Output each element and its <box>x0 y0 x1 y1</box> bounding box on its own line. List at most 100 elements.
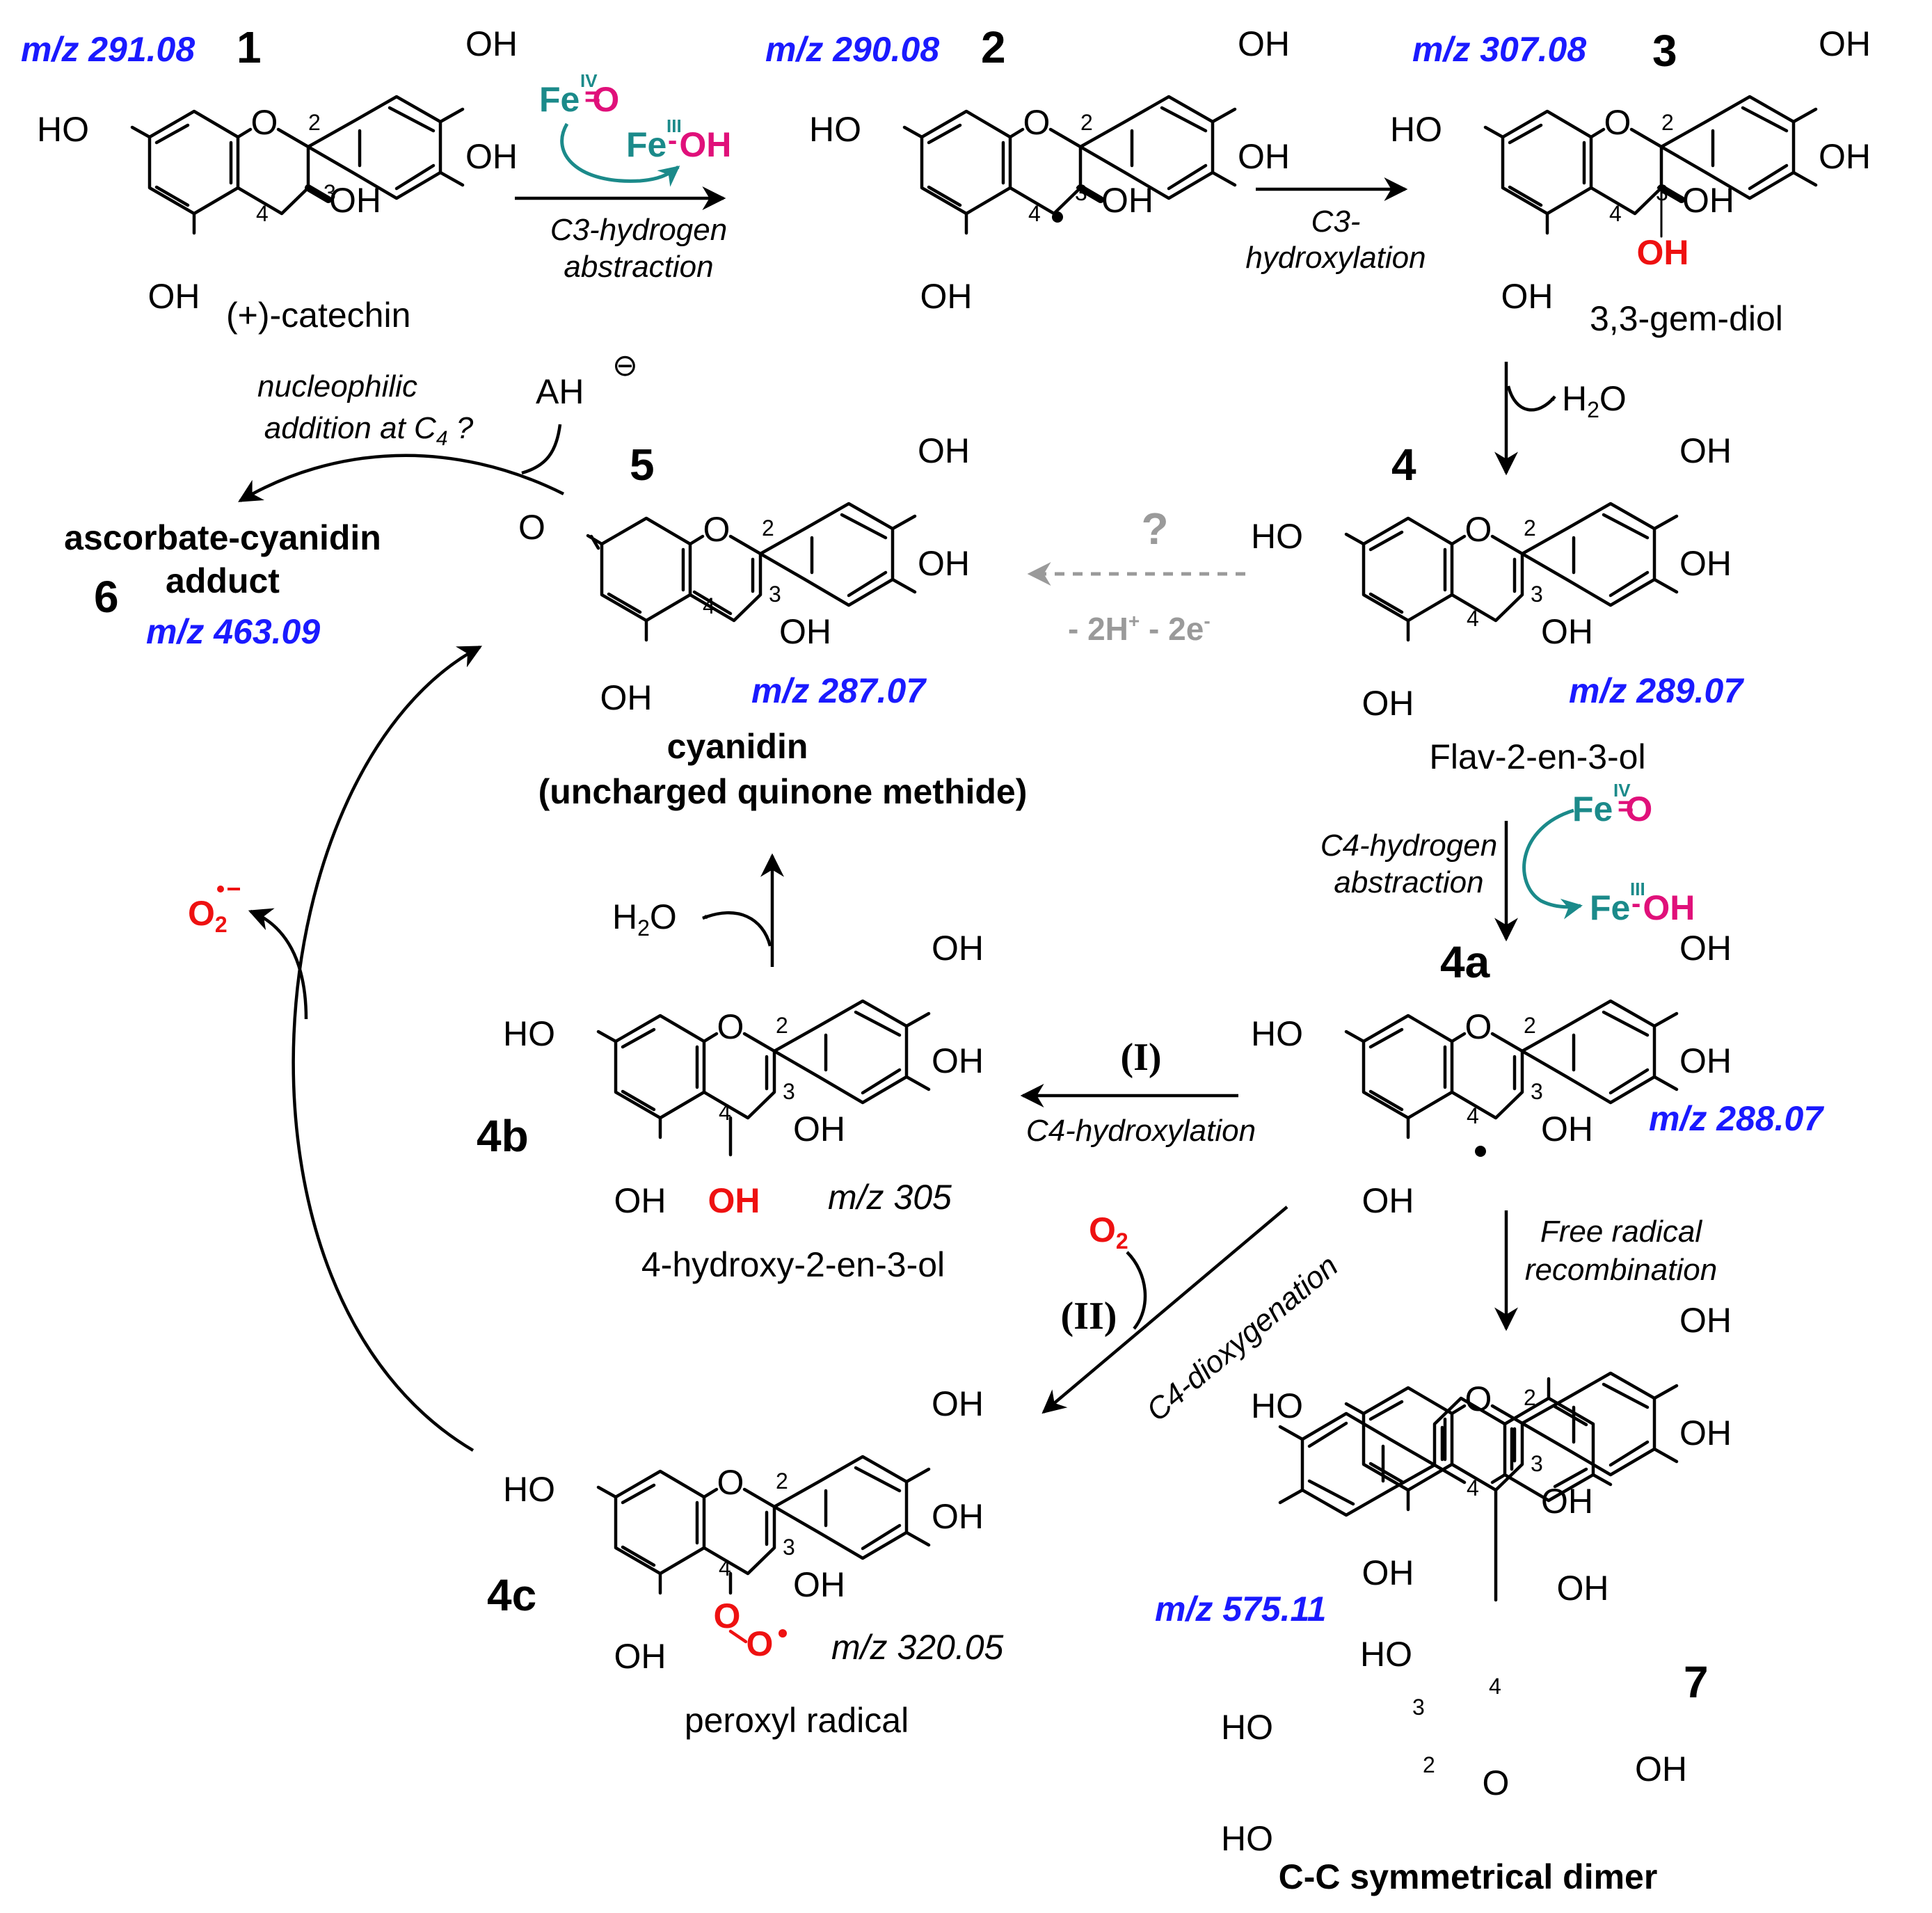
position-3: 3 <box>1531 1451 1543 1476</box>
hydroxyl-label: OH <box>1101 181 1153 220</box>
position-2: 2 <box>776 1468 788 1494</box>
compound-7: O HO OH OH OH OH 2 3 4 O OH OH HO HO HO … <box>1155 1301 1732 1896</box>
step-label: addition at C4 ? <box>264 411 474 450</box>
compound-1: O HO OH OH OH OH 2 3 4 m/z 291.08 1 (+)-… <box>21 22 518 335</box>
iron-oxidation-state: IV <box>580 70 598 91</box>
hydroxyl-label: HO <box>1251 1386 1303 1425</box>
ring-oxygen: O <box>1604 103 1631 142</box>
position-2: 2 <box>1524 1385 1536 1410</box>
step-label: hydroxylation <box>1245 241 1426 275</box>
nucleophile: AH <box>536 372 584 411</box>
compound-id-7: 7 <box>1684 1657 1709 1707</box>
mz-4a: m/z 288.07 <box>1649 1099 1824 1138</box>
compound-5: O O OH OH OH OH 2 3 4 5 m/z 287.07 cyani… <box>518 431 1027 811</box>
position-2: 2 <box>1661 110 1674 135</box>
hydroxyl-label: OH <box>1238 24 1290 63</box>
compound-name-7: C-C symmetrical dimer <box>1279 1857 1658 1896</box>
hydroxyl-label: OH <box>918 431 970 470</box>
step-5-to-6: AH ⊖ nucleophilic addition at C4 ? <box>238 349 638 502</box>
position-3: 3 <box>324 180 336 205</box>
position-4: 4 <box>1028 201 1041 226</box>
step-label: abstraction <box>1334 865 1483 899</box>
position-3: 3 <box>1531 582 1543 607</box>
position-3: 3 <box>769 582 781 607</box>
position-2: 2 <box>1524 1013 1536 1038</box>
negative-charge: ⊖ <box>612 349 638 383</box>
hydroxyl-label: OH <box>1362 1181 1414 1220</box>
hydroxyl-label: OH <box>465 24 518 63</box>
peroxyl-oxygen-radical: O <box>747 1624 774 1663</box>
radical-dot <box>1052 211 1063 223</box>
step-label: C4-hydrogen <box>1320 829 1497 863</box>
question-mark: ? <box>1141 504 1168 554</box>
position-3: 3 <box>783 1079 795 1104</box>
hydroxyl-label: OH <box>779 612 831 651</box>
hydroxyl-label: OH <box>1541 1110 1593 1148</box>
mz-4c: m/z 320.05 <box>831 1628 1004 1667</box>
compound-4a: O HO OH OH OH OH 2 3 4 4a m/z 288.07 <box>1251 929 1824 1220</box>
compound-3: O HO OH OH OH OH OH 2 3 4 m/z 307.08 3 3… <box>1390 24 1871 338</box>
compound-id-4a: 4a <box>1440 937 1490 987</box>
pathway-I: (I) <box>1120 1036 1161 1079</box>
position-2: 2 <box>1423 1752 1435 1777</box>
compound-name-4: Flav-2-en-3-ol <box>1429 737 1645 776</box>
hydroxyl-label: HO <box>809 110 861 149</box>
step-4-to-5: ? - 2H+ - 2e- <box>1027 504 1245 647</box>
step-4a-to-7: Free radical recombination <box>1494 1210 1717 1331</box>
mz-3: m/z 307.08 <box>1412 30 1586 69</box>
iron-oxidation-state: IV <box>1613 780 1631 801</box>
position-2: 2 <box>308 110 321 135</box>
hydroxyl-label: OH <box>918 544 970 583</box>
single-bond-sign: - <box>1631 888 1640 919</box>
hydroxyl-label: OH <box>1679 544 1732 583</box>
step-label: C4-hydroxylation <box>1026 1114 1256 1148</box>
step-3-to-4: H2O <box>1494 362 1627 476</box>
compound-4: O HO OH OH OH OH 2 3 4 4 m/z 289.07 Flav… <box>1251 431 1744 776</box>
iron-curved-arrow <box>560 122 680 187</box>
hydroxyl-label: HO <box>1221 1819 1273 1858</box>
ring-oxygen: O <box>703 510 731 549</box>
position-3: 3 <box>1075 180 1087 205</box>
position-3: 3 <box>1412 1695 1425 1720</box>
position-2: 2 <box>762 515 774 541</box>
peroxyl-oxygen: O <box>714 1596 741 1635</box>
step-4b-to-5: H2O <box>612 853 784 967</box>
hydroxyl-label: OH <box>1679 929 1732 968</box>
hydroxyl-label: HO <box>37 110 89 149</box>
ring-oxygen: O <box>1465 1007 1492 1046</box>
compound-id-1: 1 <box>237 22 262 72</box>
iron-oxidation-state: III <box>666 115 682 136</box>
compound-name-6: ascorbate-cyanidin <box>64 518 381 557</box>
hydroxyl-label: OH <box>614 1181 666 1220</box>
hydroxyl-label: OH <box>932 1497 984 1536</box>
position-4: 4 <box>1467 1103 1479 1128</box>
position-3: 3 <box>1531 1079 1543 1104</box>
hydroxyl-label: HO <box>1251 517 1303 556</box>
position-2: 2 <box>776 1013 788 1038</box>
compound-name-4c: peroxyl radical <box>685 1701 909 1740</box>
step-4c-to-5: O2 <box>188 646 482 1452</box>
hydroxyl-label: OH <box>932 1041 984 1080</box>
compound-name-1: (+)-catechin <box>226 296 410 335</box>
compound-name-4b: 4-hydroxy-2-en-3-ol <box>641 1245 945 1284</box>
water-loss: H2O <box>612 897 677 941</box>
radical-dot <box>217 886 224 893</box>
mz-5: m/z 287.07 <box>751 671 927 710</box>
superoxide: O2 <box>188 894 227 937</box>
hydroxyl-label: OH <box>1682 181 1734 220</box>
carbonyl-oxygen: O <box>518 508 545 547</box>
position-4: 4 <box>1609 201 1622 226</box>
step-4a-to-4b: (I) C4-hydroxylation <box>1020 1036 1256 1148</box>
compound-id-4: 4 <box>1391 440 1416 490</box>
hydroxyl-label: OH <box>1819 137 1871 176</box>
position-3: 3 <box>1656 180 1668 205</box>
iron-oxidation-state: III <box>1630 879 1645 899</box>
compound-6: ascorbate-cyanidin adduct 6 m/z 463.09 <box>64 518 381 651</box>
new-hydroxyl: OH <box>708 1181 760 1220</box>
step-label: C4-dioxygenation <box>1140 1249 1345 1428</box>
double-bond-sign: = <box>584 81 600 112</box>
hydroxyl-label: OH <box>148 277 200 316</box>
compound-id-3: 3 <box>1652 26 1677 76</box>
